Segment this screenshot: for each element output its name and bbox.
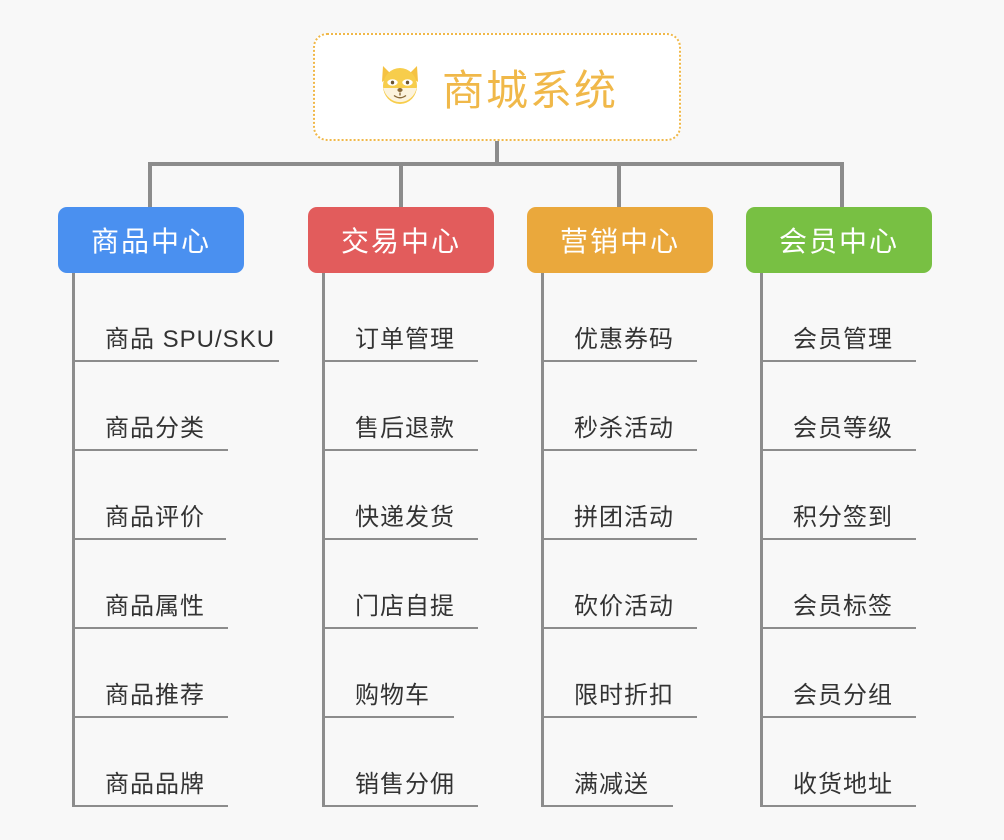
leaf-underline [322,538,478,540]
leaf-underline [760,360,916,362]
root-node[interactable]: 商城系统 [313,33,681,141]
leaf-underline [760,627,916,629]
category-label: 商品中心 [90,226,211,257]
leaf-underline [760,805,916,807]
category-box-2[interactable]: 交易中心 [308,207,494,273]
leaf-label: 商品分类 [105,415,205,442]
leaf-label: 门店自提 [355,593,455,620]
leaf-label: 快递发货 [355,504,455,531]
dog-face-icon [376,62,426,112]
leaf-label: 秒杀活动 [574,415,674,442]
leaf-label: 商品品牌 [105,771,205,798]
category-box-4[interactable]: 会员中心 [746,207,932,273]
leaf-underline [760,716,916,718]
leaf-underline [541,538,697,540]
leaf-underline [760,449,916,451]
leaf-underline [541,627,697,629]
category-label: 营销中心 [559,226,680,257]
leaf-underline [322,360,478,362]
branch-spine [322,273,325,807]
leaf-label: 会员管理 [793,326,893,353]
leaf-underline [541,360,697,362]
leaf-underline [541,805,673,807]
leaf-label: 售后退款 [355,415,455,442]
leaf-label: 限时折扣 [574,682,674,709]
leaf-label: 商品属性 [105,593,205,620]
leaf-label: 会员等级 [793,415,893,442]
leaf-label: 会员标签 [793,593,893,620]
branch-spine [541,273,544,807]
leaf-underline [72,538,226,540]
leaf-underline [760,538,916,540]
leaf-label: 销售分佣 [355,771,455,798]
leaf-label: 满减送 [574,771,649,798]
category-box-1[interactable]: 商品中心 [58,207,244,273]
leaf-label: 商品推荐 [105,682,205,709]
leaf-underline [322,805,478,807]
connector-drop-3 [617,162,621,208]
leaf-underline [72,360,279,362]
leaf-underline [322,627,478,629]
connector-drop-4 [840,162,844,208]
leaf-underline [72,805,228,807]
leaf-label: 购物车 [355,682,430,709]
leaf-label: 收货地址 [793,771,893,798]
leaf-label: 积分签到 [793,504,893,531]
leaf-label: 砍价活动 [574,593,674,620]
root-title: 商城系统 [441,66,618,114]
connector-horizontal-bus [148,162,844,166]
category-label: 会员中心 [778,226,899,257]
leaf-underline [72,716,228,718]
leaf-underline [322,449,478,451]
branch-spine [760,273,763,807]
leaf-label: 订单管理 [355,326,455,353]
leaf-label: 会员分组 [793,682,893,709]
leaf-label: 商品 SPU/SKU [105,326,276,353]
leaf-underline [72,627,228,629]
leaf-label: 拼团活动 [574,504,674,531]
category-label: 交易中心 [340,226,461,257]
leaf-underline [322,716,454,718]
category-box-3[interactable]: 营销中心 [527,207,713,273]
leaf-underline [541,449,697,451]
connector-drop-2 [399,162,403,208]
connector-drop-1 [148,162,152,208]
connector-root-stem [495,141,499,165]
leaf-underline [72,449,228,451]
leaf-underline [541,716,697,718]
leaf-label: 商品评价 [105,504,205,531]
leaf-label: 优惠券码 [574,326,674,353]
branch-spine [72,273,75,807]
